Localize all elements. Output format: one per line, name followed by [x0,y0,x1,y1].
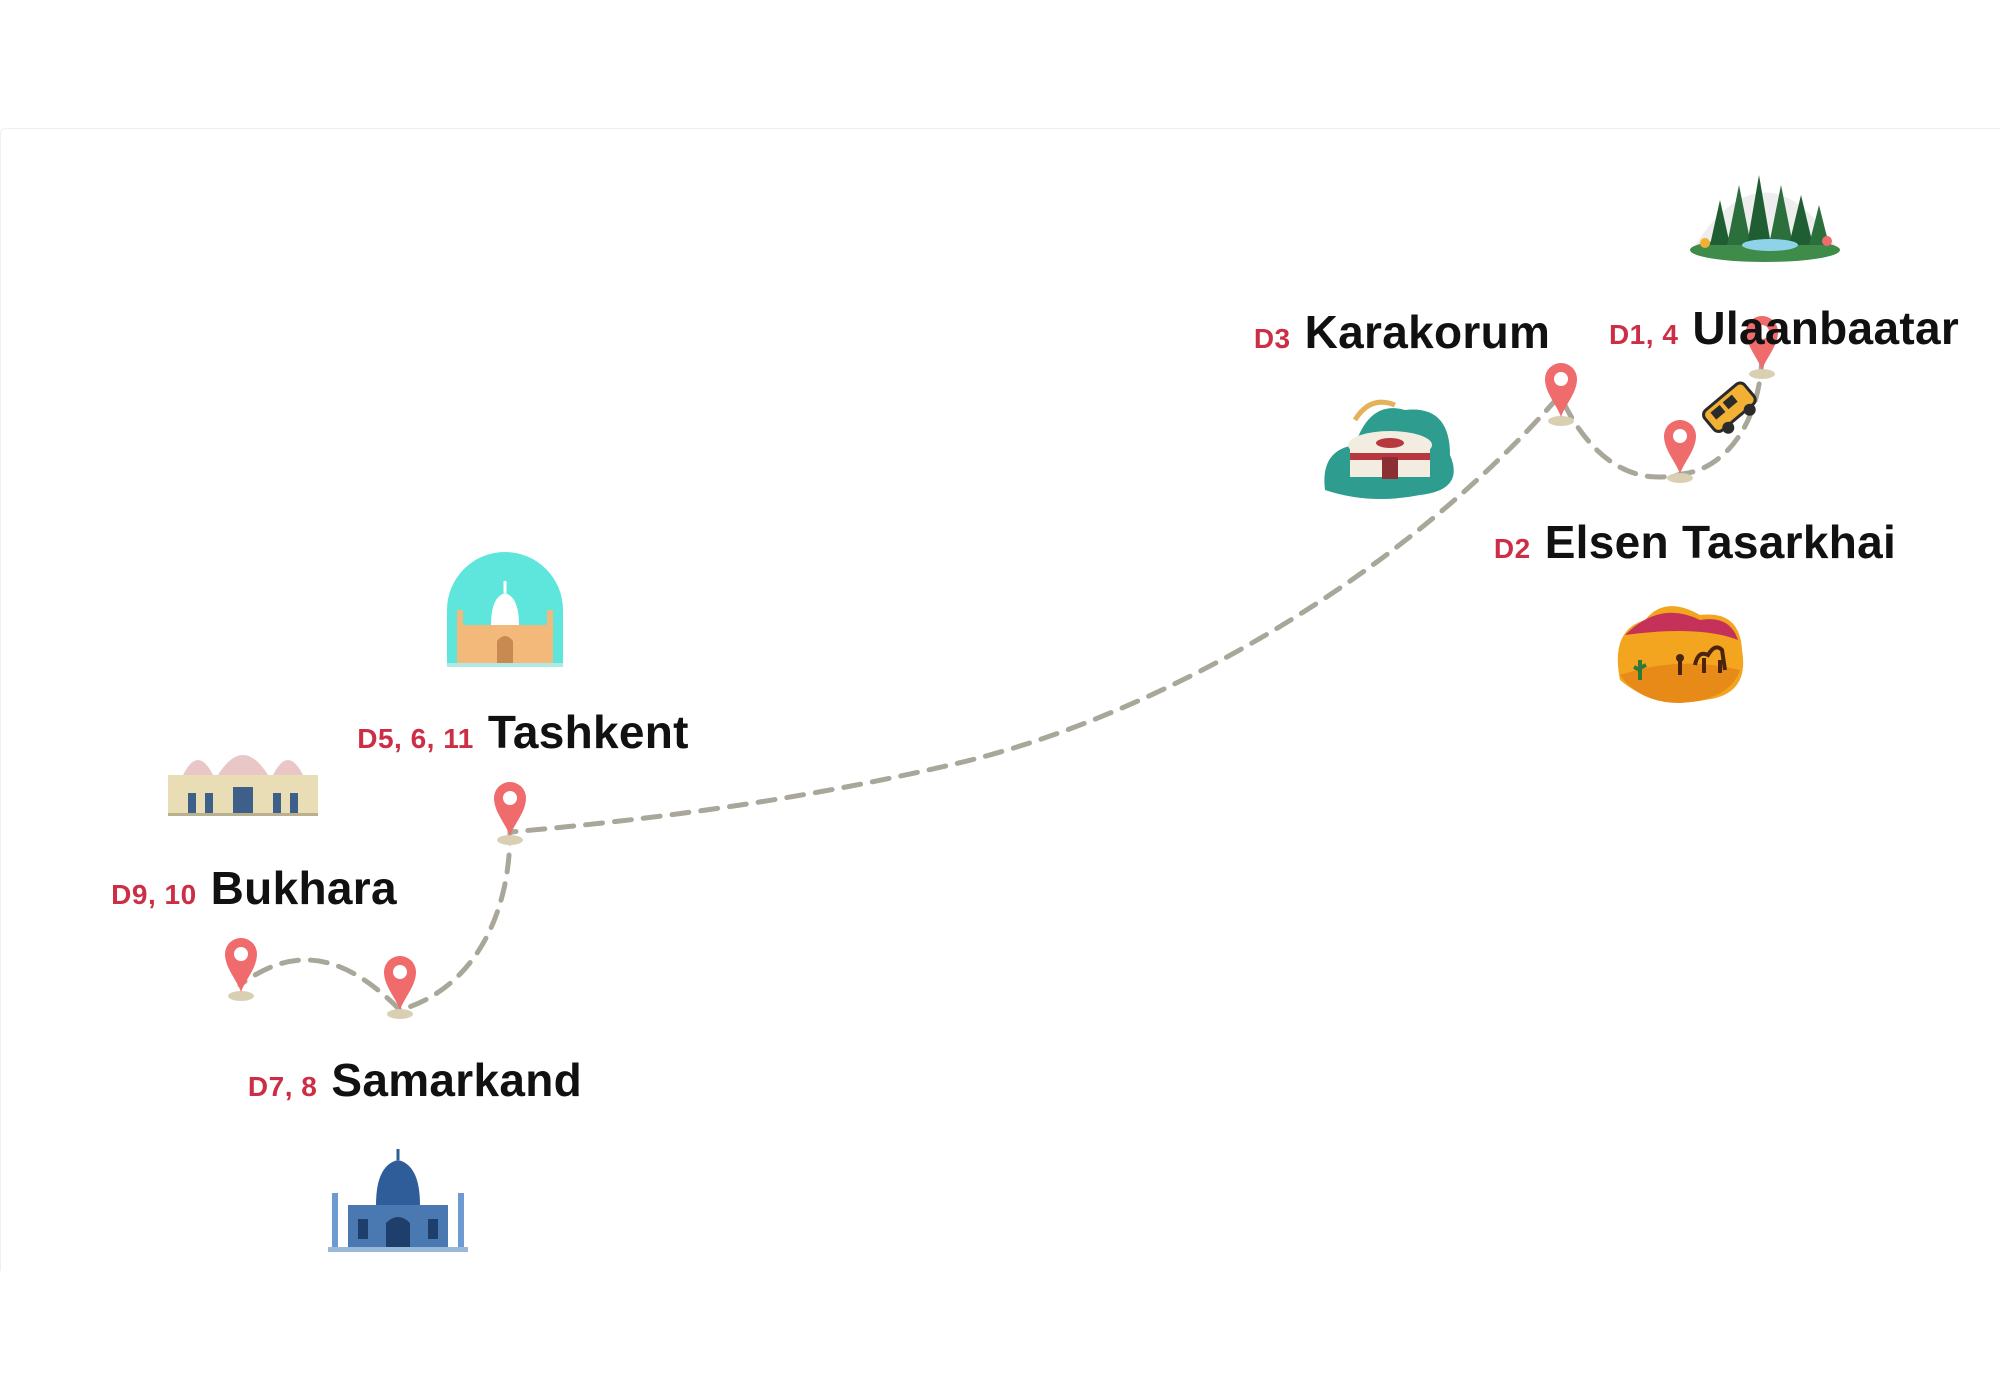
blue-mausoleum-illustration [328,1149,468,1252]
stop-city: Samarkand [331,1054,583,1106]
stop-city: Tashkent [487,706,689,758]
map-pin-tashkent[interactable] [494,782,526,845]
yurt-illustration [1324,399,1454,499]
stop-days: D7, 8 [247,1071,318,1102]
stop-days: D3 [1253,323,1291,354]
palace-illustration [168,755,318,816]
stop-label-tashkent[interactable]: D5, 6, 11 Tashkent [357,705,689,759]
stop-city: Bukhara [210,862,397,914]
stop-label-ulaanbaatar[interactable]: D1, 4 Ulaanbaatar [1609,301,1959,355]
map-pin-bukhara[interactable] [225,938,257,1001]
stop-days: D9, 10 [111,879,197,910]
stop-label-bukhara[interactable]: D9, 10 Bukhara [111,861,397,915]
van-icon [1702,381,1757,434]
stop-city: Elsen Tasarkhai [1544,516,1897,568]
desert-camel-illustration [1617,606,1744,703]
stop-city: Ulaanbaatar [1692,302,1960,354]
forest-lake-illustration [1690,175,1840,262]
stop-days: D5, 6, 11 [357,723,474,754]
route-line [237,352,1765,1013]
stop-label-elsen-tasarkhai[interactable]: D2 Elsen Tasarkhai [1494,515,1896,569]
map-pin-samarkand[interactable] [384,956,416,1019]
stop-city: Karakorum [1304,306,1551,358]
stop-days: D2 [1493,533,1531,564]
stop-days: D1, 4 [1608,319,1679,350]
stop-label-samarkand[interactable]: D7, 8 Samarkand [248,1053,582,1107]
stop-label-karakorum[interactable]: D3 Karakorum [1254,305,1550,359]
mosque-arch-illustration [447,552,563,667]
